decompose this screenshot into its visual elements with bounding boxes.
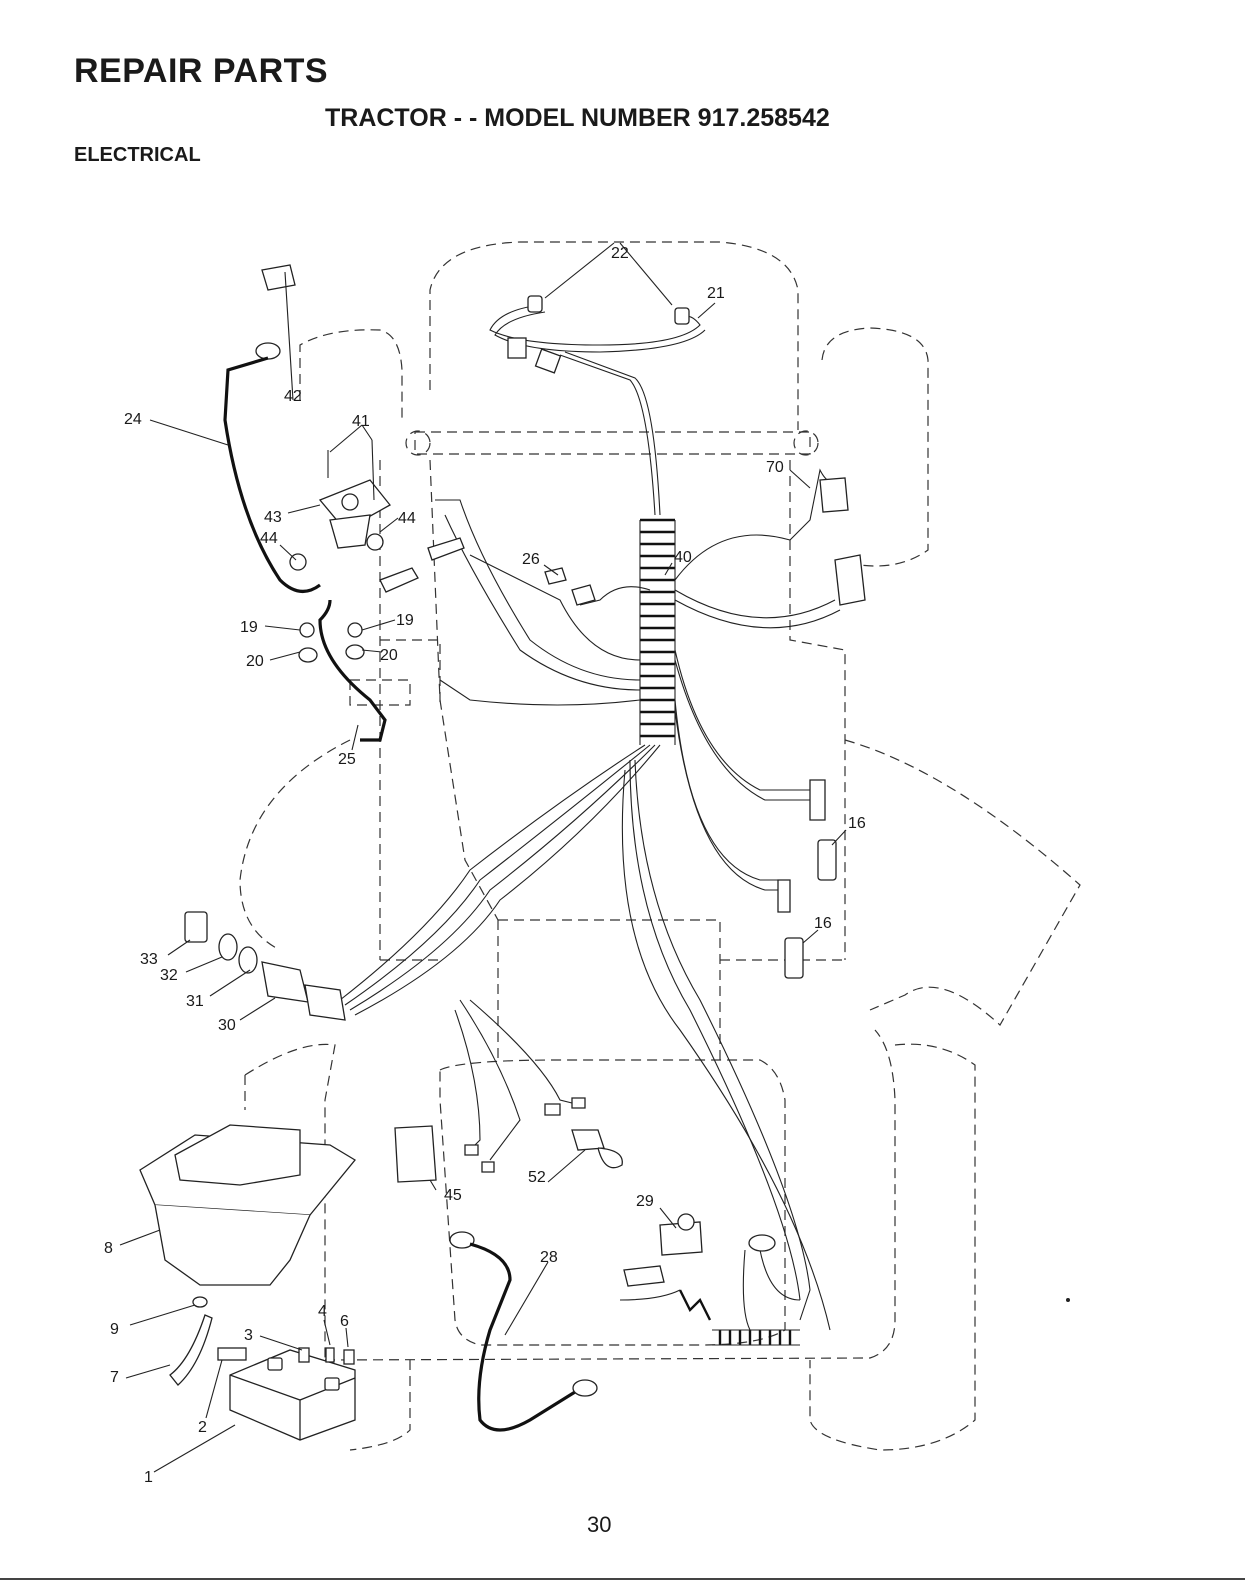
callout-2: 2	[198, 1419, 207, 1436]
battery-cable	[450, 1232, 597, 1430]
callout-labels: 22 21 24 42 41 43 44 44 19 19 20 20 25 2…	[104, 245, 866, 1486]
callout-26: 26	[522, 551, 540, 568]
page-number: 30	[587, 1512, 611, 1538]
callout-45: 45	[444, 1187, 462, 1204]
battery-assembly	[140, 1125, 355, 1440]
callout-22: 22	[611, 245, 629, 262]
callout-70: 70	[766, 459, 784, 476]
callout-32: 32	[160, 967, 178, 984]
callout-28: 28	[540, 1249, 558, 1266]
callout-8: 8	[104, 1240, 113, 1257]
callout-31: 31	[186, 993, 204, 1010]
callout-43: 43	[264, 509, 282, 526]
callout-19-right: 19	[396, 612, 414, 629]
wire-harness	[340, 352, 845, 1345]
bottom-rule	[0, 1578, 1245, 1580]
callout-44-left: 44	[260, 530, 278, 547]
callout-29: 29	[636, 1193, 654, 1210]
callout-44-right: 44	[398, 510, 416, 527]
callout-20-right: 20	[380, 647, 398, 664]
callout-19-left: 19	[240, 619, 258, 636]
callout-52: 52	[528, 1169, 546, 1186]
callout-16-upper: 16	[848, 815, 866, 832]
callout-30: 30	[218, 1017, 236, 1034]
callout-42: 42	[284, 388, 302, 405]
headlight-harness	[490, 296, 705, 373]
callout-3: 3	[244, 1327, 253, 1344]
leader-lines	[120, 243, 846, 1472]
callout-40: 40	[674, 549, 692, 566]
callout-25: 25	[338, 751, 356, 768]
callout-4: 4	[318, 1303, 327, 1320]
callout-1: 1	[144, 1469, 153, 1486]
callout-24: 24	[124, 411, 142, 428]
callout-41: 41	[352, 413, 370, 430]
callout-33: 33	[140, 951, 158, 968]
callout-9: 9	[110, 1321, 119, 1338]
callout-20-left: 20	[246, 653, 264, 670]
callout-7: 7	[110, 1369, 119, 1386]
callout-16-lower: 16	[814, 915, 832, 932]
callout-6: 6	[340, 1313, 349, 1330]
stray-dot	[1066, 1298, 1070, 1302]
callout-21: 21	[707, 285, 725, 302]
connectors	[395, 478, 865, 1286]
